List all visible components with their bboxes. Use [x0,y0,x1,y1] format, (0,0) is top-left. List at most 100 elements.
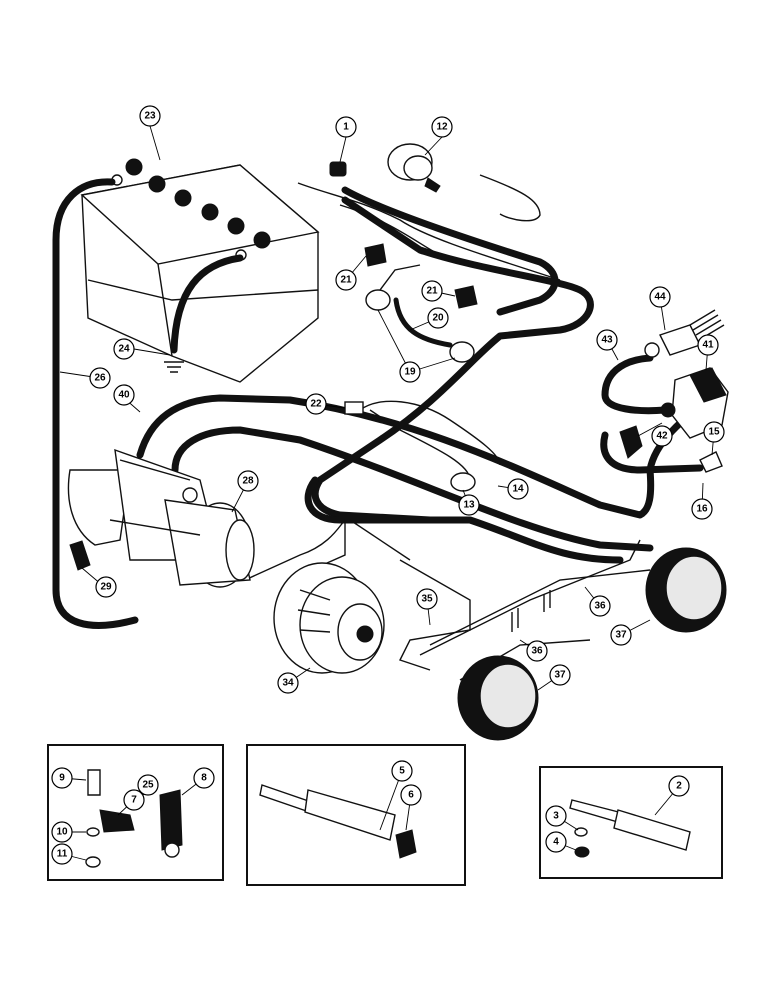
callout-37-right: 37 [610,624,632,646]
battery-cable-26 [52,178,139,629]
upper-wires [297,174,561,281]
callout-label: 3 [553,811,559,822]
callout-14: 14 [507,478,529,500]
callout-8: 8 [193,767,215,789]
callout-label: 41 [702,340,714,351]
callout-19: 19 [399,361,421,383]
inset-middle [246,744,466,886]
callout-35: 35 [416,588,438,610]
inset-right [539,766,723,879]
callout-36-lower: 36 [526,640,548,662]
callout-28: 28 [237,470,259,492]
callout-label: 13 [463,500,475,511]
callout-label: 25 [142,780,154,791]
battery-cell-caps [125,158,271,249]
harness-main-40 [136,394,694,552]
callout-label: 9 [59,773,65,784]
callout-20: 20 [427,307,449,329]
callout-6: 6 [400,784,422,806]
harness-43-42 [600,354,704,474]
callout-label: 36 [594,601,606,612]
callout-label: 43 [601,335,613,346]
callout-label: 29 [100,582,112,593]
callout-label: 7 [131,795,137,806]
callout-37-left: 37 [549,664,571,686]
callout-36-upper: 36 [589,595,611,617]
callout-43: 43 [596,329,618,351]
lamp-15 [699,451,723,473]
callout-label: 44 [654,292,666,303]
callout-label: 14 [512,484,524,495]
callout-label: 37 [615,630,627,641]
lamp-left [457,655,539,741]
callout-label: 10 [56,827,68,838]
harness-upper [304,186,624,564]
callout-label: 21 [426,286,438,297]
callout-label: 22 [310,399,322,410]
callout-label: 35 [421,594,433,605]
alternator [273,562,385,674]
callout-21-right: 21 [421,280,443,302]
callout-label: 12 [436,122,448,133]
callout-label: 20 [432,313,444,324]
callout-label: 5 [399,766,405,777]
callout-label: 8 [201,773,207,784]
callout-label: 21 [340,275,352,286]
callout-label: 6 [408,790,414,801]
callout-11: 11 [51,843,73,865]
callout-label: 4 [553,837,559,848]
callout-label: 23 [144,111,156,122]
callout-label: 40 [118,390,130,401]
key-switch [644,309,725,358]
callout-22: 22 [305,393,327,415]
clip-29 [69,540,91,571]
callout-23: 23 [139,105,161,127]
callout-44: 44 [649,286,671,308]
callout-25: 25 [137,774,159,796]
callout-40: 40 [113,384,135,406]
callout-41: 41 [697,334,719,356]
callout-9: 9 [51,767,73,789]
callout-label: 42 [656,431,668,442]
callout-label: 15 [708,427,720,438]
connector-42 [619,425,643,459]
callout-label: 24 [118,344,130,355]
callout-5: 5 [391,760,413,782]
callout-label: 2 [676,781,682,792]
callout-label: 19 [404,367,416,378]
gauge [387,143,441,193]
callout-label: 26 [94,373,106,384]
callout-1: 1 [335,116,357,138]
switch-22 [344,401,364,415]
callout-7: 7 [123,789,145,811]
callout-34: 34 [277,672,299,694]
callout-2: 2 [668,775,690,797]
callout-label: 1 [343,122,349,133]
sender-13 [450,472,476,492]
callout-21-left: 21 [335,269,357,291]
callout-label: 34 [282,678,294,689]
callout-26: 26 [89,367,111,389]
pressure-switches [365,264,475,363]
starter-solenoid [660,367,729,439]
lamp-right [645,547,727,633]
connector-plug [329,161,347,177]
callout-29: 29 [95,576,117,598]
ground-cable-24 [164,254,244,373]
callout-16: 16 [691,498,713,520]
callout-label: 37 [554,670,566,681]
inset-left [47,744,224,881]
callout-3: 3 [545,805,567,827]
callout-label: 16 [696,504,708,515]
callout-12: 12 [431,116,453,138]
callout-label: 11 [57,849,68,860]
rubber-boots [364,243,478,309]
callout-label: 28 [242,476,254,487]
callout-13: 13 [458,494,480,516]
callout-42: 42 [651,425,673,447]
callout-24: 24 [113,338,135,360]
callout-10: 10 [51,821,73,843]
callout-4: 4 [545,831,567,853]
callout-15: 15 [703,421,725,443]
